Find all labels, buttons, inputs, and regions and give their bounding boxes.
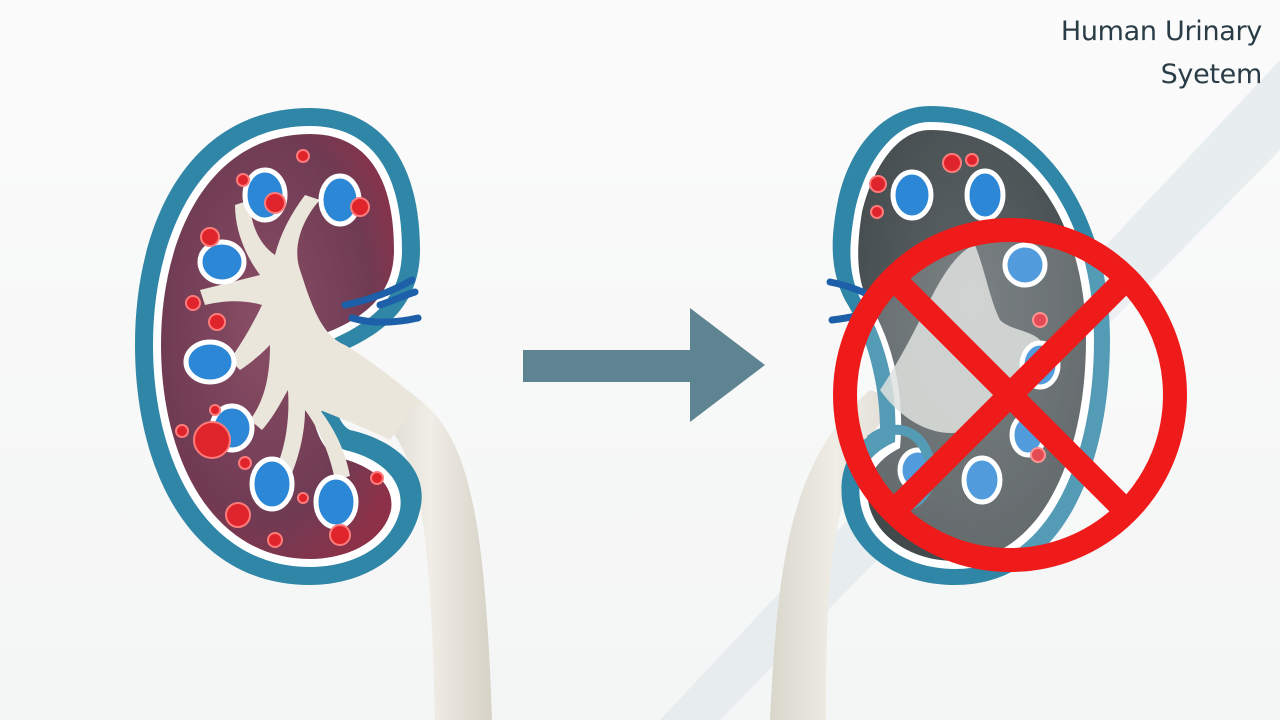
diagram-title-line-2: Syetem xyxy=(1160,59,1263,90)
blood-cell xyxy=(238,456,252,470)
blood-cell xyxy=(209,404,221,416)
blood-cell xyxy=(870,205,884,219)
blood-cell xyxy=(350,197,370,217)
blood-cell xyxy=(185,295,201,311)
right-arrow-icon xyxy=(523,308,765,422)
healthy-calyx xyxy=(249,456,295,512)
healthy-calyx xyxy=(313,474,359,530)
blood-cell xyxy=(193,421,231,459)
diseased-blood-cells xyxy=(869,153,1048,463)
healthy-renal-vessels xyxy=(341,276,422,326)
healthy-blood-cells xyxy=(175,149,384,548)
blood-cell xyxy=(264,192,286,214)
blood-cell xyxy=(296,149,310,163)
blood-cell xyxy=(175,424,189,438)
healthy-calyces xyxy=(183,167,362,530)
prohibition-cross-stroke xyxy=(889,274,1131,516)
blood-cell xyxy=(225,502,251,528)
healthy-ureter xyxy=(368,400,492,720)
blood-cell xyxy=(965,153,979,167)
healthy-calyx xyxy=(197,239,247,285)
blood-cell xyxy=(370,471,384,485)
blood-cell xyxy=(267,532,283,548)
blood-cell xyxy=(200,227,220,247)
diseased-calyx xyxy=(964,168,1006,222)
blood-cell xyxy=(1030,447,1046,463)
blood-cell xyxy=(329,524,351,546)
blood-cell xyxy=(869,175,887,193)
diagram-title: Human Urinary Syetem xyxy=(1061,10,1262,96)
diseased-calyx xyxy=(1002,242,1048,288)
prohibition-icon xyxy=(833,218,1187,572)
diseased-ureter xyxy=(770,390,900,720)
blood-cell xyxy=(942,153,962,173)
healthy-calyx xyxy=(183,339,237,385)
healthy-renal-pelvis xyxy=(200,195,420,480)
blood-cell xyxy=(208,313,226,331)
diseased-calyx xyxy=(961,455,1003,505)
healthy-kidney-icon xyxy=(135,108,492,720)
diagram-title-line-1: Human Urinary xyxy=(1060,16,1262,47)
blood-cell xyxy=(297,492,309,504)
diseased-calyx xyxy=(890,169,934,221)
blood-cell xyxy=(1032,312,1048,328)
blood-cell xyxy=(236,173,250,187)
